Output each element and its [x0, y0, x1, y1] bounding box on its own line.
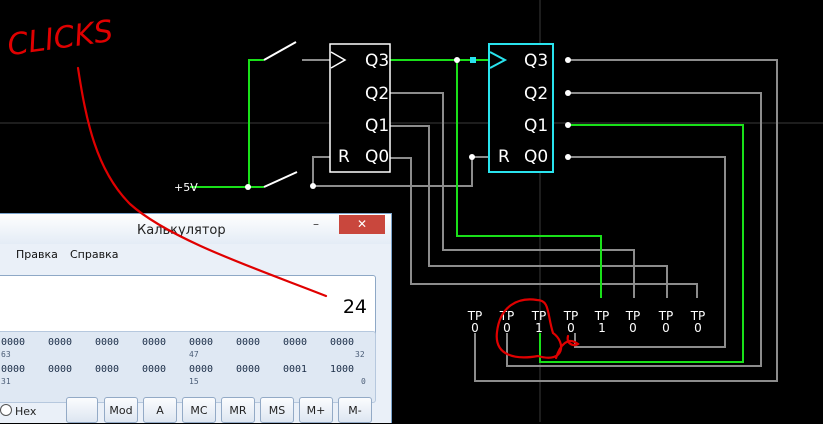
bit-group: 0000	[236, 337, 261, 348]
counter1-q1-label: Q1	[365, 116, 390, 136]
testpoint-label: TP	[594, 309, 610, 323]
a-button[interactable]: A	[143, 397, 177, 423]
bit-group: 0000	[189, 337, 214, 348]
testpoint-label: TP	[625, 309, 641, 323]
bit-group: 0000	[48, 337, 73, 348]
counter1-chip[interactable]	[329, 43, 391, 173]
testpoint-label: TP	[690, 309, 706, 323]
m-plus-button[interactable]: M+	[299, 397, 333, 423]
counter2-q2-label: Q2	[524, 84, 549, 104]
bit-group: 1000	[330, 364, 355, 375]
ms-button[interactable]: MS	[260, 397, 294, 423]
power-label: +5V	[174, 181, 198, 194]
counter2-q3-label: Q3	[524, 51, 549, 71]
bit-group: 0000	[95, 337, 120, 348]
bit-group: 0000	[283, 337, 308, 348]
minimize-button[interactable]: –	[313, 217, 319, 231]
testpoint-label: TP	[563, 309, 579, 323]
testpoint-value: 0	[503, 321, 511, 335]
bit-group: 0000	[1, 364, 26, 375]
testpoint-value: 0	[629, 321, 637, 335]
bit-group: 0001	[283, 364, 308, 375]
testpoint-label: TP	[658, 309, 674, 323]
bit-index: 15	[189, 377, 199, 386]
bit-index: 32	[355, 350, 365, 359]
counter1-q2-label: Q2	[365, 84, 390, 104]
testpoint-value: 0	[567, 321, 575, 335]
mc-button[interactable]: MC	[182, 397, 216, 423]
switch-bottom[interactable]	[263, 171, 298, 188]
close-button[interactable]: ✕	[339, 215, 385, 234]
hex-radio[interactable]: Hex	[0, 404, 36, 418]
bit-index: 63	[1, 350, 11, 359]
counter2-r-label: R	[498, 147, 510, 167]
blank-button[interactable]	[66, 397, 98, 423]
mod-button[interactable]: Mod	[104, 397, 138, 423]
testpoint-value: 0	[471, 321, 479, 335]
bit-group: 0000	[142, 337, 167, 348]
menu-help[interactable]: Справка	[70, 248, 119, 261]
bit-group: 0000	[1, 337, 26, 348]
bit-index: 31	[1, 377, 11, 386]
binary-bits-panel: 0000 0000 0000 0000 0000 0000 0000 0000 …	[0, 331, 376, 403]
testpoint-label: TP	[467, 309, 483, 323]
menu-edit[interactable]: Правка	[16, 248, 58, 261]
hex-radio-label: Hex	[15, 405, 37, 418]
counter2-chip[interactable]	[470, 43, 554, 173]
calculator-display: 24	[0, 275, 376, 339]
bit-group: 0000	[48, 364, 73, 375]
calculator-title: Калькулятор	[137, 223, 226, 238]
bit-group: 0000	[236, 364, 261, 375]
calculator-titlebar[interactable]: Калькулятор – ✕	[0, 214, 391, 244]
counter1-q0-label: Q0	[365, 147, 390, 167]
counter1-q3-label: Q3	[365, 51, 390, 71]
bit-group: 0000	[95, 364, 120, 375]
mr-button[interactable]: MR	[221, 397, 255, 423]
display-value: 24	[342, 296, 367, 318]
switch-top[interactable]	[263, 41, 297, 61]
testpoint-value: 1	[535, 321, 543, 335]
bit-group: 0000	[142, 364, 167, 375]
testpoint-value: 0	[694, 321, 702, 335]
testpoint-value: 0	[662, 321, 670, 335]
bit-group: 0000	[189, 364, 214, 375]
calculator-window[interactable]: Калькулятор – ✕ Правка Справка 24 0000 0…	[0, 213, 392, 423]
counter2-q0-label: Q0	[524, 147, 549, 167]
testpoint-value: 1	[598, 321, 606, 335]
counter1-r-label: R	[338, 147, 350, 167]
counter2-q1-label: Q1	[524, 116, 549, 136]
bit-group: 0000	[330, 337, 355, 348]
radio-dot-icon	[0, 404, 12, 416]
bit-index: 0	[361, 377, 366, 386]
bit-index: 47	[189, 350, 199, 359]
m-minus-button[interactable]: M-	[338, 397, 372, 423]
